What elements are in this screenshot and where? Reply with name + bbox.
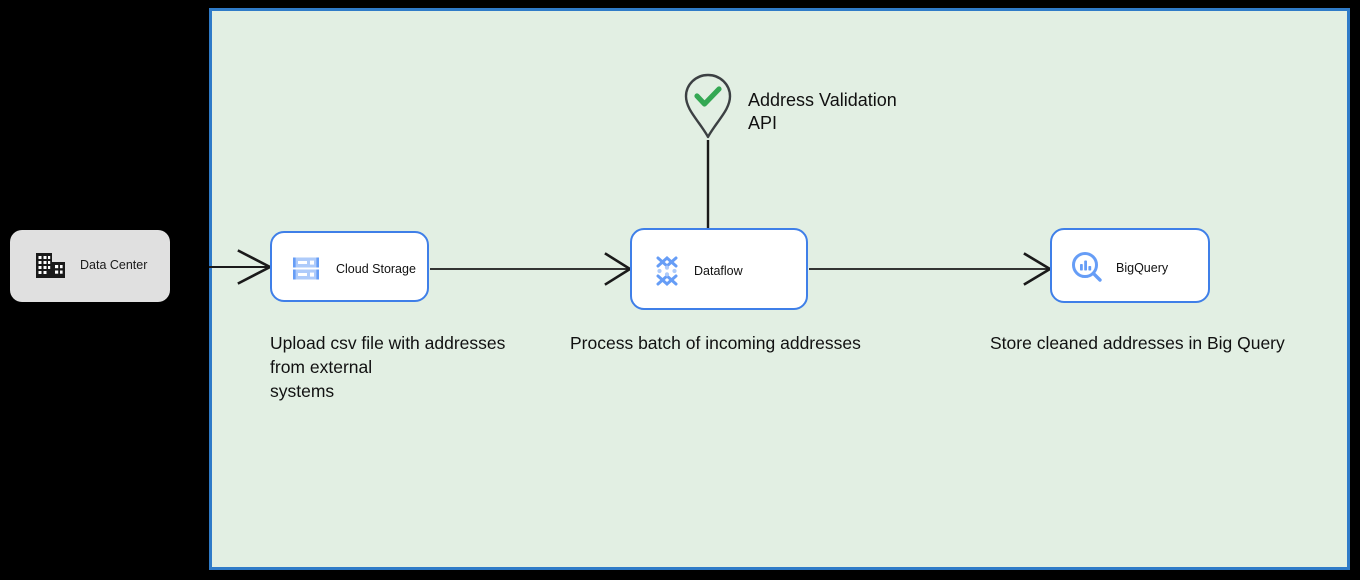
node-bigquery[interactable]: BigQuery xyxy=(1050,228,1210,303)
node-dataflow-label: Dataflow xyxy=(694,264,743,278)
api-label: Address Validation API xyxy=(748,90,897,133)
node-dataflow[interactable]: Dataflow xyxy=(630,228,808,310)
caption-dataflow: Process batch of incoming addresses xyxy=(570,333,861,353)
node-bigquery-label: BigQuery xyxy=(1116,261,1169,275)
node-data-center-label: Data Center xyxy=(80,258,148,272)
node-data-center[interactable]: Data Center xyxy=(10,230,170,302)
cloud-storage-icon xyxy=(288,250,324,286)
caption-cloud-storage: Upload csv file with addresses from exte… xyxy=(270,333,506,401)
dataflow-icon xyxy=(649,253,685,289)
node-cloud-storage-label: Cloud Storage xyxy=(336,262,416,276)
map-pin-check-icon xyxy=(682,72,734,140)
data-center-building-icon xyxy=(32,248,68,284)
node-cloud-storage[interactable]: Cloud Storage xyxy=(270,231,429,302)
bigquery-magnifier-icon xyxy=(1069,249,1105,285)
caption-bigquery: Store cleaned addresses in Big Query xyxy=(990,333,1285,353)
